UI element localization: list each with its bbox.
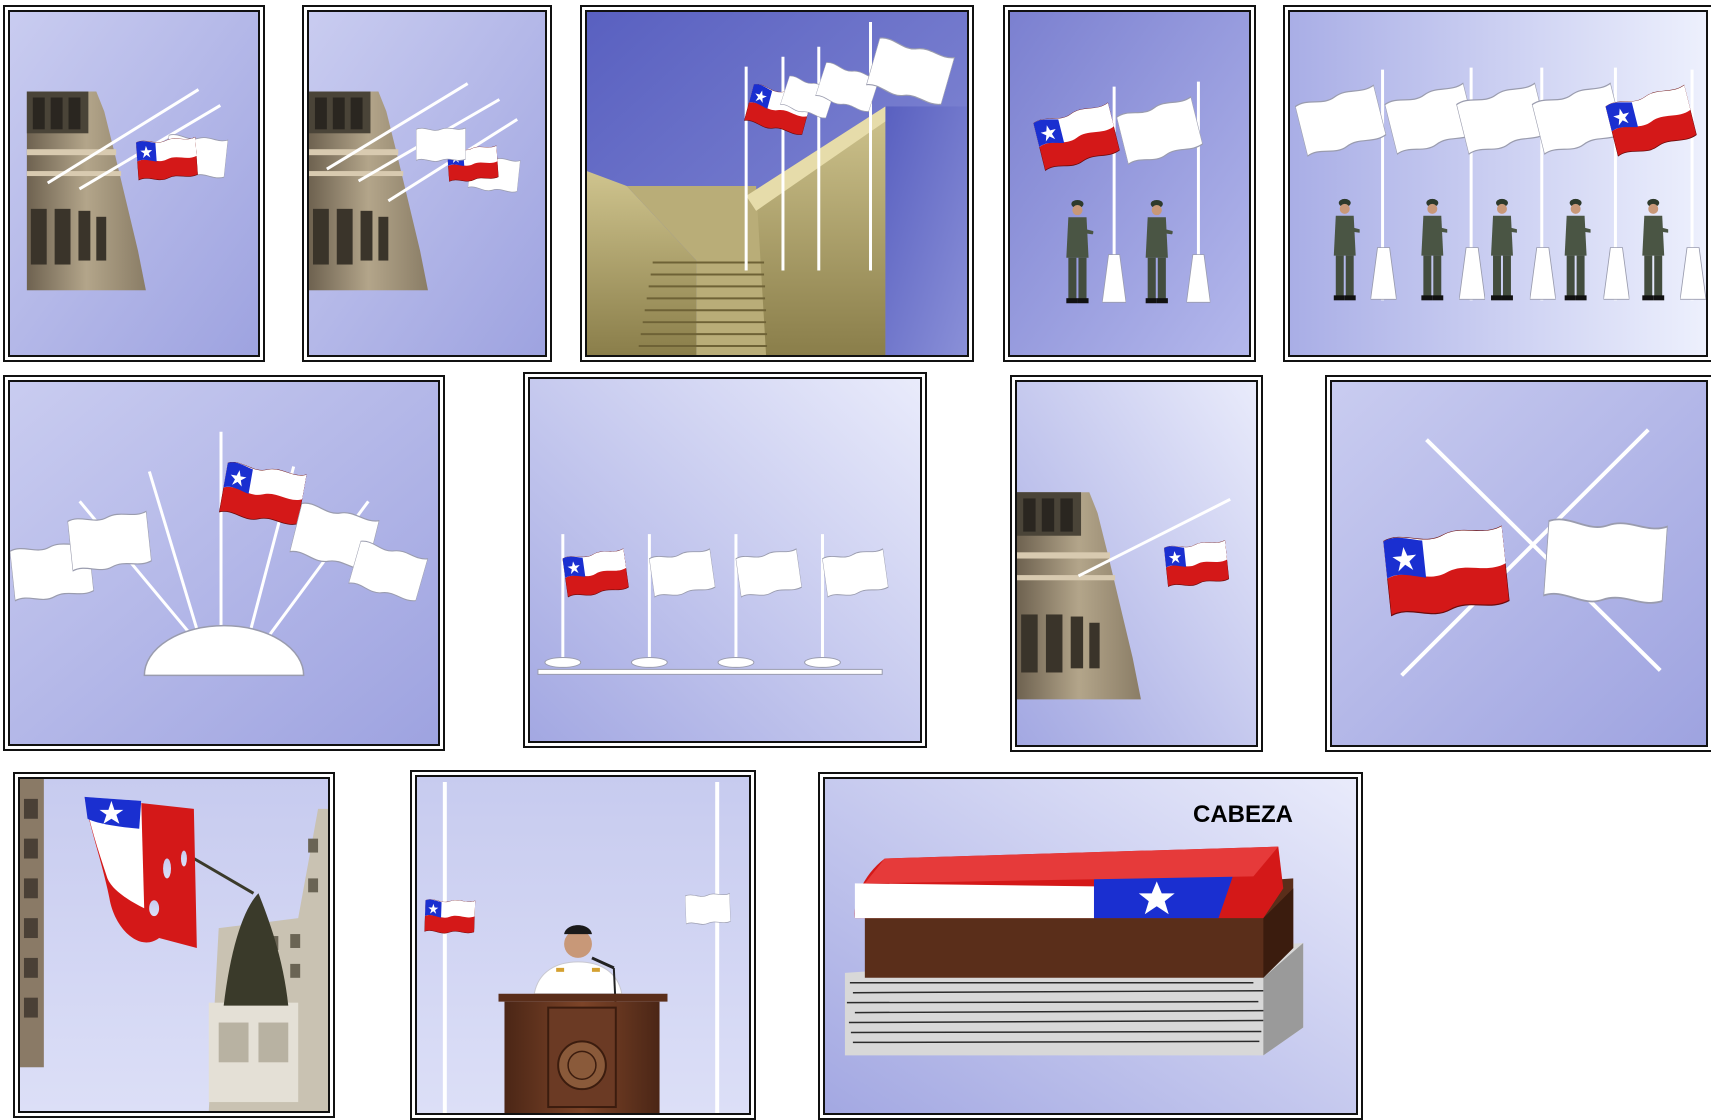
panel-frame <box>307 10 547 357</box>
panel-crossed-flags <box>1325 375 1711 752</box>
panel-building-two-flags <box>3 5 265 362</box>
panel-frame <box>415 775 751 1115</box>
four-flags-rail-illustration <box>530 379 920 741</box>
building-three-flags-illustration <box>309 12 545 355</box>
panel-building-single-flag <box>1010 375 1263 752</box>
panel-frame <box>585 10 969 357</box>
panel-frame <box>528 377 922 743</box>
panel-torn-flag-monument <box>13 772 335 1118</box>
panel-frame <box>1008 10 1251 357</box>
panel-officer-podium <box>410 770 756 1120</box>
panel-frame <box>1015 380 1258 747</box>
building-single-flag-illustration <box>1017 382 1256 745</box>
stairway-flags-illustration <box>587 12 967 355</box>
torn-flag-monument-illustration <box>20 779 328 1111</box>
building-two-flags-illustration <box>10 12 258 355</box>
panel-frame <box>8 10 260 357</box>
soldiers-row-illustration <box>1290 12 1706 355</box>
crossed-flags-illustration <box>1332 382 1706 745</box>
panel-four-flags-rail <box>523 372 927 748</box>
panel-flag-stand-head: CABEZA <box>818 772 1363 1120</box>
panel-frame: CABEZA <box>823 777 1358 1115</box>
cabeza-label: CABEZA <box>1193 801 1293 828</box>
panel-building-three-flags <box>302 5 552 362</box>
panel-stairway-flags <box>580 5 974 362</box>
two-soldiers-flags-illustration <box>1010 12 1249 355</box>
panel-frame <box>1330 380 1708 747</box>
flag-fan-dome-illustration <box>10 382 438 744</box>
panel-frame <box>1288 10 1708 357</box>
panel-frame <box>8 380 440 746</box>
panel-two-soldiers-flags <box>1003 5 1256 362</box>
panel-flag-fan-dome <box>3 375 445 751</box>
panel-soldiers-row <box>1283 5 1711 362</box>
flag-stand-head-illustration <box>825 779 1356 1113</box>
officer-podium-illustration <box>417 777 749 1113</box>
panel-frame <box>18 777 330 1113</box>
